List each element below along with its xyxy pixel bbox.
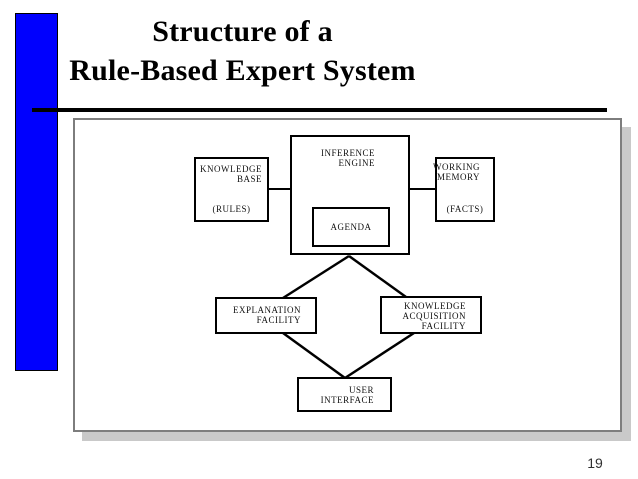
connector-kb-ie bbox=[269, 188, 292, 190]
connector-ie-wm bbox=[408, 188, 437, 190]
node-working-memory: WORKING MEMORY (FACTS) bbox=[433, 157, 495, 222]
accent-bar bbox=[15, 13, 58, 371]
slide-title: Structure of a Rule-Based Expert System bbox=[55, 12, 430, 90]
knowledge-acquisition-facility-label: KNOWLEDGE ACQUISITION FACILITY bbox=[402, 301, 466, 331]
user-interface-label: USER INTERFACE bbox=[320, 385, 374, 405]
page-number: 19 bbox=[587, 455, 603, 471]
slide-title-line2: Rule-Based Expert System bbox=[69, 54, 416, 87]
explanation-facility-label: EXPLANATION FACILITY bbox=[233, 305, 301, 325]
diagram-frame: KNOWLEDGE BASE (RULES) INFERENCE ENGINE … bbox=[73, 118, 622, 432]
diagram-diagonal-connectors bbox=[282, 254, 415, 380]
working-memory-label: WORKING MEMORY bbox=[433, 162, 480, 182]
slide-title-line1: Structure of a bbox=[152, 15, 333, 48]
knowledge-base-label: KNOWLEDGE BASE bbox=[200, 164, 262, 184]
node-knowledge-base: KNOWLEDGE BASE (RULES) bbox=[194, 157, 269, 222]
node-user-interface: USER INTERFACE bbox=[297, 377, 392, 412]
node-knowledge-acquisition-facility: KNOWLEDGE ACQUISITION FACILITY bbox=[380, 296, 482, 334]
knowledge-base-sublabel: (RULES) bbox=[212, 204, 251, 214]
title-underline bbox=[32, 108, 607, 112]
inference-engine-label: INFERENCE ENGINE bbox=[321, 148, 375, 168]
node-explanation-facility: EXPLANATION FACILITY bbox=[215, 297, 317, 334]
working-memory-sublabel: (FACTS) bbox=[446, 204, 484, 214]
node-agenda: AGENDA bbox=[312, 207, 390, 247]
agenda-label: AGENDA bbox=[330, 222, 372, 232]
